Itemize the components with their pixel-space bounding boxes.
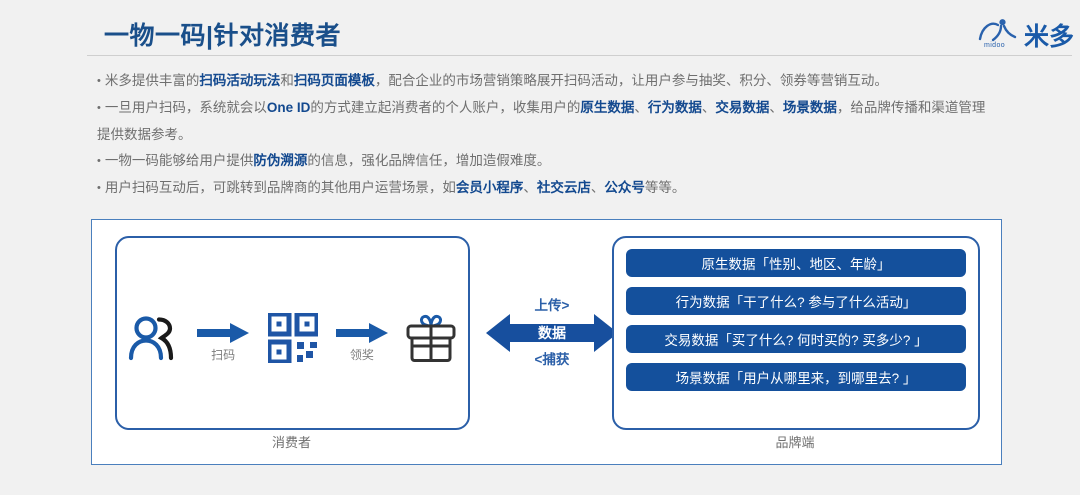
data-bar: 交易数据「买了什么? 何时买的? 买多少? 」 — [626, 325, 966, 353]
brand-caption: 品牌端 — [775, 435, 815, 450]
bullet-marker-icon: • — [97, 155, 101, 167]
header-divider — [87, 55, 1072, 56]
bullet-highlight: 防伪溯源 — [253, 153, 308, 168]
data-bar: 行为数据「干了什么? 参与了什么活动」 — [626, 287, 966, 315]
bullet-text: 、 — [769, 100, 783, 115]
bullet-highlight: One ID — [266, 100, 311, 115]
bullet-text: ，给品牌传播和渠道管理提供数据参考。 — [97, 100, 986, 142]
flow-arrow-reward-label: 领奖 — [349, 347, 374, 362]
flow-arrow-scan: 扫码 — [190, 322, 255, 363]
bullet-highlight: 原生数据 — [580, 100, 635, 115]
bullet-item: •米多提供丰富的扫码活动玩法和扫码页面模板，配合企业的市场营销策略展开扫码活动，… — [97, 68, 997, 95]
bullet-text: ，配合企业的市场营销策略展开扫码活动，让用户参与抽奖、积分、领券等营销互动。 — [374, 73, 888, 88]
bullet-text: 一物一码能够给用户提供 — [104, 153, 254, 168]
brand-sub-label: midoo — [983, 42, 1006, 49]
bullet-item: •一旦用户扫码，系统就会以One ID的方式建立起消费者的个人账户，收集用户的原… — [97, 95, 997, 148]
bullet-highlight: 交易数据 — [715, 100, 770, 115]
exchange-top-label: 上传> — [534, 298, 570, 313]
double-headed-arrow-icon: 数据 — [486, 310, 618, 356]
midoo-person-mark-icon: midoo — [977, 18, 1021, 49]
brand-name-label: 米多 — [1023, 23, 1074, 51]
bullet-text: 用户扫码互动后，可跳转到品牌商的其他用户运营场景，如 — [104, 180, 456, 195]
exchange-indicator: 上传> 数据 <捕获 — [482, 278, 622, 388]
qr-code-icon — [267, 308, 318, 368]
bullet-text: 一旦用户扫码，系统就会以 — [104, 100, 267, 115]
exchange-center-label: 数据 — [538, 325, 566, 341]
brand-logo: midoo 米多 — [977, 18, 1074, 51]
bullet-item: •用户扫码互动后，可跳转到品牌商的其他用户运营场景，如会员小程序、社交云店、公众… — [97, 175, 997, 202]
flow-step-people — [117, 308, 190, 368]
bullet-highlight: 社交云店 — [536, 180, 591, 195]
diagram-frame: 扫码 — [91, 219, 1002, 465]
right-arrow-icon — [335, 322, 388, 343]
bullet-item: •一物一码能够给用户提供防伪溯源的信息，强化品牌信任，增加造假难度。 — [97, 148, 997, 175]
bullet-text: 的方式建立起消费者的个人账户，收集用户的 — [310, 100, 581, 115]
bullet-text: 米多提供丰富的 — [104, 73, 200, 88]
data-bar: 原生数据「性别、地区、年龄」 — [626, 249, 966, 277]
flow-arrow-scan-label: 扫码 — [211, 347, 236, 362]
bullet-highlight: 场景数据 — [782, 100, 837, 115]
bullet-text: 、 — [590, 180, 605, 195]
bullet-text: 、 — [701, 100, 716, 115]
exchange-bottom-label: <捕获 — [534, 352, 570, 367]
consumer-panel: 扫码 — [115, 236, 470, 430]
bullet-text: 的信息，强化品牌信任，增加造假难度。 — [307, 153, 551, 168]
consumer-caption: 消费者 — [271, 435, 311, 450]
bullet-text: 等等。 — [644, 180, 686, 195]
bullet-highlight: 行为数据 — [647, 100, 702, 115]
right-arrow-icon — [197, 322, 250, 343]
flow-step-qr — [256, 308, 329, 368]
bullet-highlight: 公众号 — [604, 180, 645, 195]
bullet-marker-icon: • — [97, 182, 101, 194]
bullet-list: •米多提供丰富的扫码活动玩法和扫码页面模板，配合企业的市场营销策略展开扫码活动，… — [97, 68, 997, 202]
page-header: 一物一码|针对消费者 midoo 米多 — [0, 0, 1080, 58]
flow-step-gift — [395, 308, 468, 368]
bullet-text: 和 — [280, 73, 294, 88]
page-title: 一物一码|针对消费者 — [104, 22, 341, 50]
data-bar: 场景数据「用户从哪里来，到哪里去? 」 — [626, 363, 966, 391]
flow-arrow-reward: 领奖 — [329, 322, 394, 363]
bullet-text: 、 — [634, 100, 648, 115]
bullet-highlight: 扫码活动玩法 — [199, 73, 281, 88]
bullet-highlight: 会员小程序 — [455, 180, 524, 195]
bullet-marker-icon: • — [97, 102, 101, 114]
brand-panel: 原生数据「性别、地区、年龄」 行为数据「干了什么? 参与了什么活动」 交易数据「… — [612, 236, 980, 430]
two-people-icon — [126, 308, 182, 368]
gift-box-icon — [404, 308, 458, 368]
bullet-marker-icon: • — [97, 75, 101, 87]
consumer-flow: 扫码 — [117, 288, 468, 388]
bullet-highlight: 扫码页面模板 — [293, 73, 375, 88]
bullet-text: 、 — [523, 180, 537, 195]
